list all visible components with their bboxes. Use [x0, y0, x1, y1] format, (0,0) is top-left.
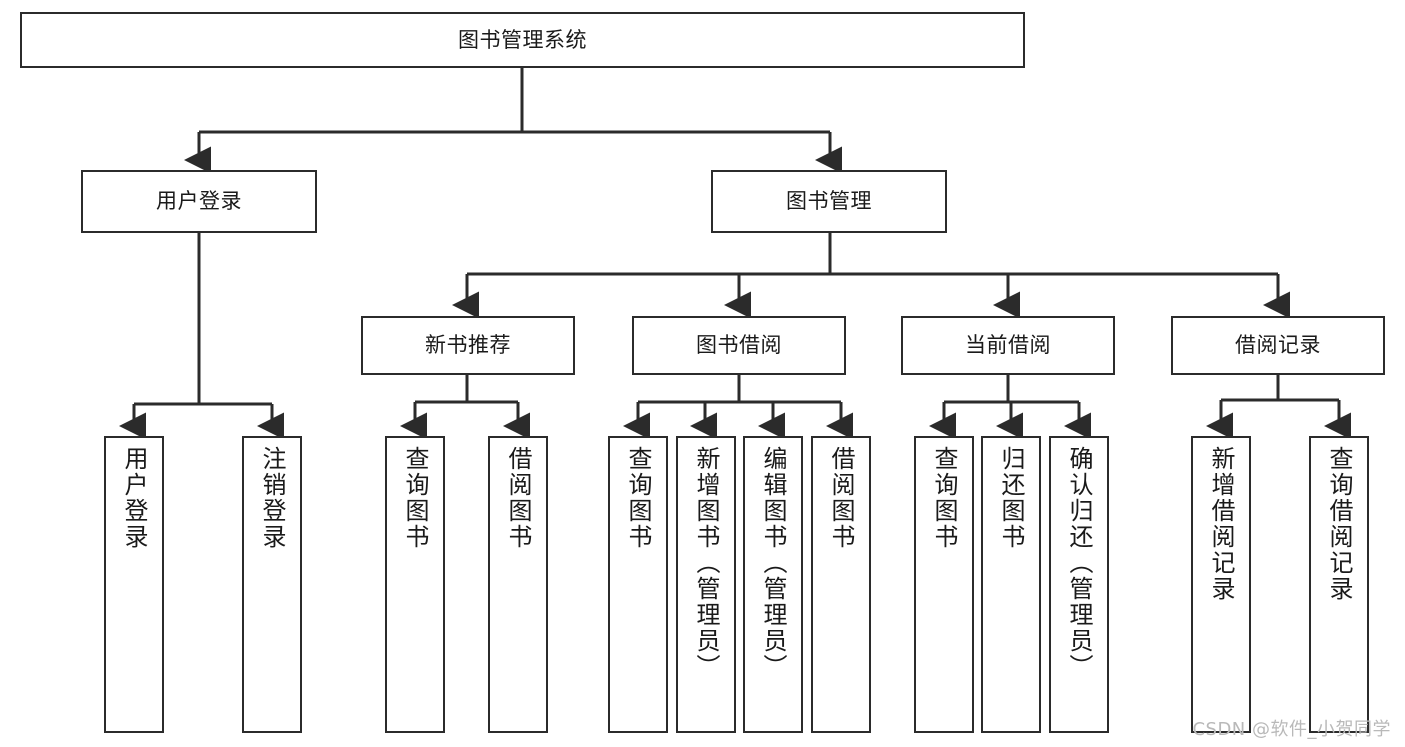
leaf-confirm-return-admin[interactable]: 确认归还（管理员）	[1049, 436, 1109, 733]
node-new-book-recommend[interactable]: 新书推荐	[361, 316, 575, 375]
leaf-borrow-book-recommend[interactable]: 借阅图书	[488, 436, 548, 733]
node-label: 查询借阅记录	[1325, 446, 1353, 602]
node-label: 借阅记录	[1235, 333, 1321, 358]
node-label: 借阅图书	[504, 446, 532, 550]
node-label: 用户登录	[156, 189, 242, 214]
node-label: 查询图书	[930, 446, 958, 550]
node-root-system[interactable]: 图书管理系统	[20, 12, 1025, 68]
node-label: 图书借阅	[696, 333, 782, 358]
node-label: 查询图书	[624, 446, 652, 550]
node-label: 归还图书	[997, 446, 1025, 550]
node-label: 当前借阅	[965, 333, 1051, 358]
node-label: 图书管理系统	[458, 27, 587, 52]
node-label: 用户登录	[120, 446, 148, 550]
leaf-add-book-admin[interactable]: 新增图书（管理员）	[676, 436, 736, 733]
leaf-add-borrow-record[interactable]: 新增借阅记录	[1191, 436, 1251, 733]
node-label: 新增图书（管理员）	[692, 446, 720, 680]
node-label: 注销登录	[258, 446, 286, 550]
node-label: 借阅图书	[827, 446, 855, 550]
node-book-borrow[interactable]: 图书借阅	[632, 316, 846, 375]
node-borrow-record[interactable]: 借阅记录	[1171, 316, 1385, 375]
leaf-user-logout[interactable]: 注销登录	[242, 436, 302, 733]
node-label: 查询图书	[401, 446, 429, 550]
node-label: 确认归还（管理员）	[1065, 446, 1093, 680]
node-current-borrow[interactable]: 当前借阅	[901, 316, 1115, 375]
leaf-query-book-recommend[interactable]: 查询图书	[385, 436, 445, 733]
leaf-query-book-borrow[interactable]: 查询图书	[608, 436, 668, 733]
node-book-management[interactable]: 图书管理	[711, 170, 947, 233]
node-label: 新增借阅记录	[1207, 446, 1235, 602]
leaf-query-borrow-record[interactable]: 查询借阅记录	[1309, 436, 1369, 733]
leaf-user-login[interactable]: 用户登录	[104, 436, 164, 733]
node-label: 图书管理	[786, 189, 872, 214]
node-user-login[interactable]: 用户登录	[81, 170, 317, 233]
node-label: 新书推荐	[425, 333, 511, 358]
node-label: 编辑图书（管理员）	[759, 446, 787, 680]
watermark: CSDN @软件_小贺同学	[1192, 719, 1391, 740]
leaf-return-book[interactable]: 归还图书	[981, 436, 1041, 733]
leaf-edit-book-admin[interactable]: 编辑图书（管理员）	[743, 436, 803, 733]
leaf-borrow-book[interactable]: 借阅图书	[811, 436, 871, 733]
leaf-query-book-current[interactable]: 查询图书	[914, 436, 974, 733]
